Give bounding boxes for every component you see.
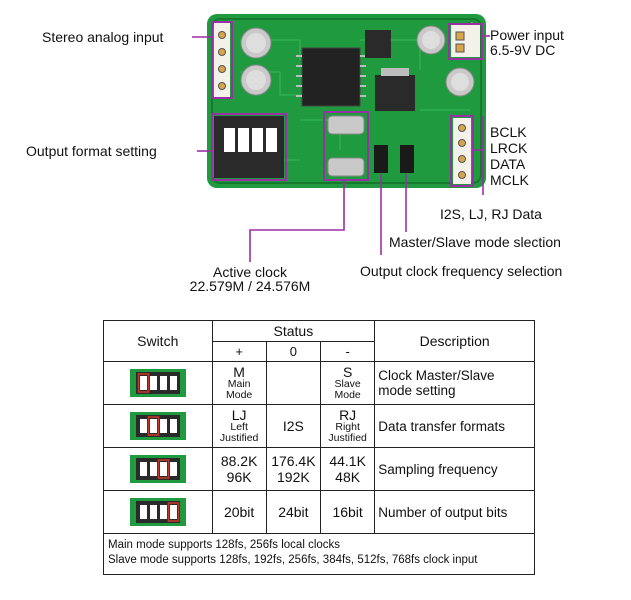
zero-value: I2S	[282, 418, 304, 434]
power-input-label: Power input	[490, 27, 564, 43]
switch-lever	[159, 376, 167, 390]
bclk-label: BCLK	[490, 124, 527, 140]
highlighted-switch	[157, 459, 170, 479]
mclk-label: MCLK	[490, 172, 529, 188]
switch-header: Switch	[103, 320, 213, 362]
switch-thumbnail	[103, 404, 213, 448]
stereo-input-header	[214, 22, 230, 98]
highlighted-switch	[147, 416, 160, 436]
zero-value: 176.4K 192K	[265, 447, 322, 491]
capacitor-icon	[240, 27, 272, 96]
switch-thumbnail	[103, 490, 213, 534]
switch-thumbnail	[103, 447, 213, 491]
plus-value: M	[233, 364, 245, 380]
minus-value: 16bit	[319, 490, 376, 534]
row-description: Sampling frequency	[374, 447, 535, 491]
switch-lever	[139, 419, 147, 433]
switch-lever	[169, 419, 177, 433]
dip-switch-icon	[129, 369, 186, 397]
switch-lever	[159, 419, 167, 433]
switch-thumbnail	[103, 361, 213, 405]
plus-subvalue: Left Justified	[219, 421, 259, 444]
switch-lever	[149, 505, 157, 519]
row-description: Number of output bits	[374, 490, 535, 534]
switch-lever	[139, 505, 147, 519]
switch-lever	[169, 462, 177, 476]
crystal-icon	[327, 157, 365, 177]
table-row: 20bit 24bit 16bit Number of output bits	[103, 490, 535, 534]
plus-subvalue: Main Mode	[225, 378, 253, 401]
highlighted-switch	[137, 373, 150, 393]
table-note: Main mode supports 128fs, 256fs local cl…	[103, 533, 535, 575]
row-description: Clock Master/Slave mode setting	[374, 361, 535, 405]
status-header: Status	[211, 320, 376, 342]
note-line-2: Slave mode supports 128fs, 192fs, 256fs,…	[108, 554, 478, 566]
minus-value: 44.1K 48K	[319, 447, 376, 491]
lrck-label: LRCK	[490, 140, 528, 156]
jumper-icon	[374, 145, 388, 173]
output-clock-freq-label: Output clock frequency selection	[360, 263, 563, 279]
crystal-icon	[327, 115, 365, 135]
highlighted-switch	[167, 502, 180, 522]
switch-lever	[149, 419, 157, 433]
minus-value: RJ	[339, 407, 357, 423]
switch-lever	[139, 462, 147, 476]
callout-lines	[192, 35, 490, 262]
zero-value: 24bit	[265, 490, 322, 534]
switch-lever	[159, 505, 167, 519]
i2s-data-label: I2S, LJ, RJ Data	[440, 206, 542, 222]
adc-chip	[301, 47, 361, 107]
output-header	[453, 118, 471, 184]
dip-switch-icon	[129, 412, 186, 440]
plus-value: 88.2K 96K	[211, 447, 267, 491]
description-header: Description	[374, 320, 535, 362]
dip-switch-icon	[129, 455, 186, 483]
jumper-icon	[400, 145, 414, 173]
dip-switch-icon	[129, 498, 186, 526]
switch-lever	[149, 462, 157, 476]
minus-header: -	[319, 341, 376, 362]
pcb-diagram	[192, 14, 490, 262]
switch-lever	[169, 376, 177, 390]
switch-lever	[139, 376, 147, 390]
zero-header: 0	[265, 341, 322, 362]
switch-lever	[169, 505, 177, 519]
stereo-input-label: Stereo analog input	[42, 29, 164, 45]
switch-lever	[149, 376, 157, 390]
plus-header: +	[211, 341, 267, 362]
output-format-label: Output format setting	[26, 143, 157, 159]
active-clock-freq-label: 22.579M / 24.576M	[189, 278, 311, 294]
data-label: DATA	[490, 156, 526, 172]
switch-lever	[159, 462, 167, 476]
table-row: 88.2K 96K 176.4K 192K 44.1K 48K Sampling…	[103, 447, 535, 491]
master-slave-label: Master/Slave mode slection	[389, 234, 561, 250]
plus-value: 20bit	[211, 490, 267, 534]
plus-value: LJ	[231, 407, 247, 423]
active-clock-label: Active clock	[213, 264, 287, 280]
note-line-1: Main mode supports 128fs, 256fs local cl…	[108, 539, 341, 551]
minus-value: S	[342, 364, 353, 380]
row-description: Data transfer formats	[374, 404, 535, 448]
power-voltage-label: 6.5-9V DC	[490, 42, 556, 58]
power-input-header	[451, 25, 480, 57]
minus-subvalue: Slave Mode	[334, 378, 361, 401]
minus-subvalue: Right Justified	[328, 421, 367, 444]
